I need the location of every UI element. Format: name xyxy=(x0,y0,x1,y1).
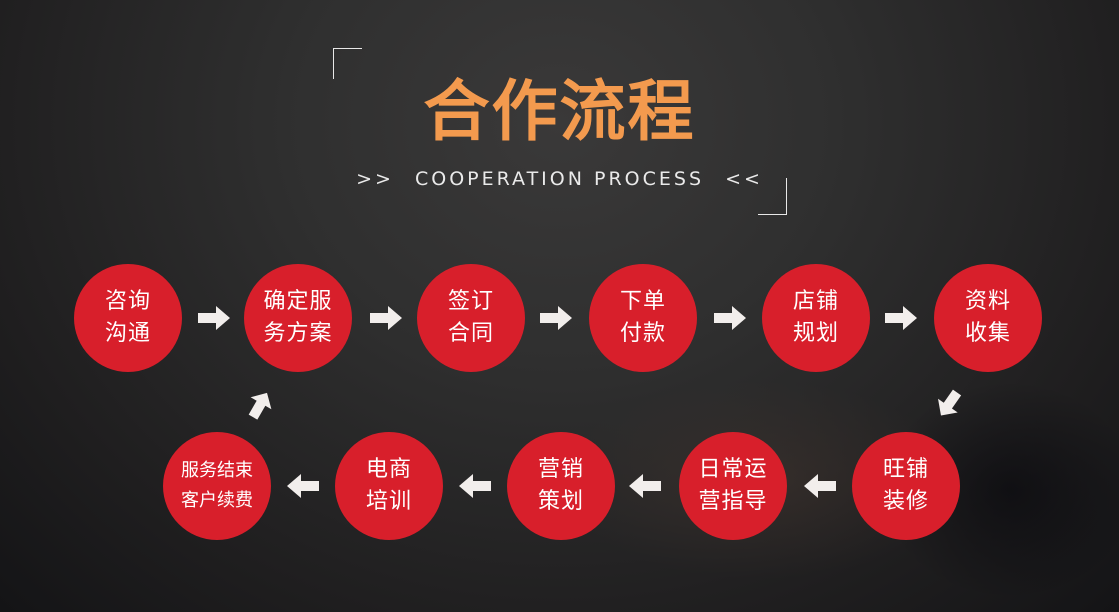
step-node-order-payment: 下单 付款 xyxy=(589,264,697,372)
corner-bracket-bottom-right xyxy=(758,178,787,215)
step-label-line1: 下单 xyxy=(619,289,666,314)
step-node-store-planning: 店铺 规划 xyxy=(762,264,870,372)
step-label-line2: 装修 xyxy=(882,489,929,514)
arrow-up-right-icon xyxy=(245,389,275,421)
step-label-line1: 咨询 xyxy=(104,289,151,314)
step-label-line2: 沟通 xyxy=(104,321,151,346)
step-node-marketing-planning: 营销 策划 xyxy=(507,432,615,540)
step-label-line2: 客户续费 xyxy=(181,490,253,511)
step-label-line2: 营指导 xyxy=(698,489,768,514)
arrow-left-icon xyxy=(802,474,836,498)
arrow-right-icon xyxy=(885,306,919,330)
step-label-line1: 资料 xyxy=(964,289,1011,314)
step-label-line1: 旺铺 xyxy=(882,457,929,482)
step-label-line1: 电商 xyxy=(365,457,412,482)
step-label-line2: 付款 xyxy=(619,321,666,346)
page-title: 合作流程 xyxy=(423,73,696,150)
arrow-right-icon xyxy=(714,306,748,330)
step-node-service-plan: 确定服 务方案 xyxy=(244,264,352,372)
arrow-right-icon xyxy=(198,306,232,330)
step-label-line2: 务方案 xyxy=(263,321,333,346)
subtitle-text: COOPERATION PROCESS xyxy=(414,168,705,190)
arrow-left-icon xyxy=(457,474,491,498)
step-label-line1: 签订 xyxy=(447,289,494,314)
step-label-line1: 营销 xyxy=(537,457,584,482)
corner-bracket-top-left xyxy=(333,48,362,79)
step-node-service-end-renewal: 服务结束 客户续费 xyxy=(163,432,271,540)
step-node-operations-guidance: 日常运 营指导 xyxy=(679,432,787,540)
arrow-left-icon xyxy=(285,474,319,498)
step-label-line1: 确定服 xyxy=(263,289,333,314)
step-label-line2: 规划 xyxy=(792,321,839,346)
subtitle-left-marker: >> xyxy=(356,168,394,190)
step-label-line2: 策划 xyxy=(537,489,584,514)
step-node-consult: 咨询 沟通 xyxy=(74,264,182,372)
step-label-line2: 收集 xyxy=(964,321,1011,346)
step-node-ecommerce-training: 电商 培训 xyxy=(335,432,443,540)
step-node-contract: 签订 合同 xyxy=(417,264,525,372)
arrow-down-left-icon xyxy=(934,388,964,420)
page-subtitle: >> COOPERATION PROCESS << xyxy=(0,166,1119,192)
step-label-line1: 日常运 xyxy=(698,457,768,482)
step-label-line2: 合同 xyxy=(447,321,494,346)
step-node-data-collection: 资料 收集 xyxy=(934,264,1042,372)
step-label-line1: 店铺 xyxy=(792,289,839,314)
arrow-right-icon xyxy=(370,306,404,330)
arrow-right-icon xyxy=(540,306,574,330)
step-node-store-decoration: 旺铺 装修 xyxy=(852,432,960,540)
arrow-left-icon xyxy=(627,474,661,498)
subtitle-right-marker: << xyxy=(725,168,763,190)
step-label-line2: 培训 xyxy=(365,489,412,514)
step-label-line1: 服务结束 xyxy=(181,460,253,481)
